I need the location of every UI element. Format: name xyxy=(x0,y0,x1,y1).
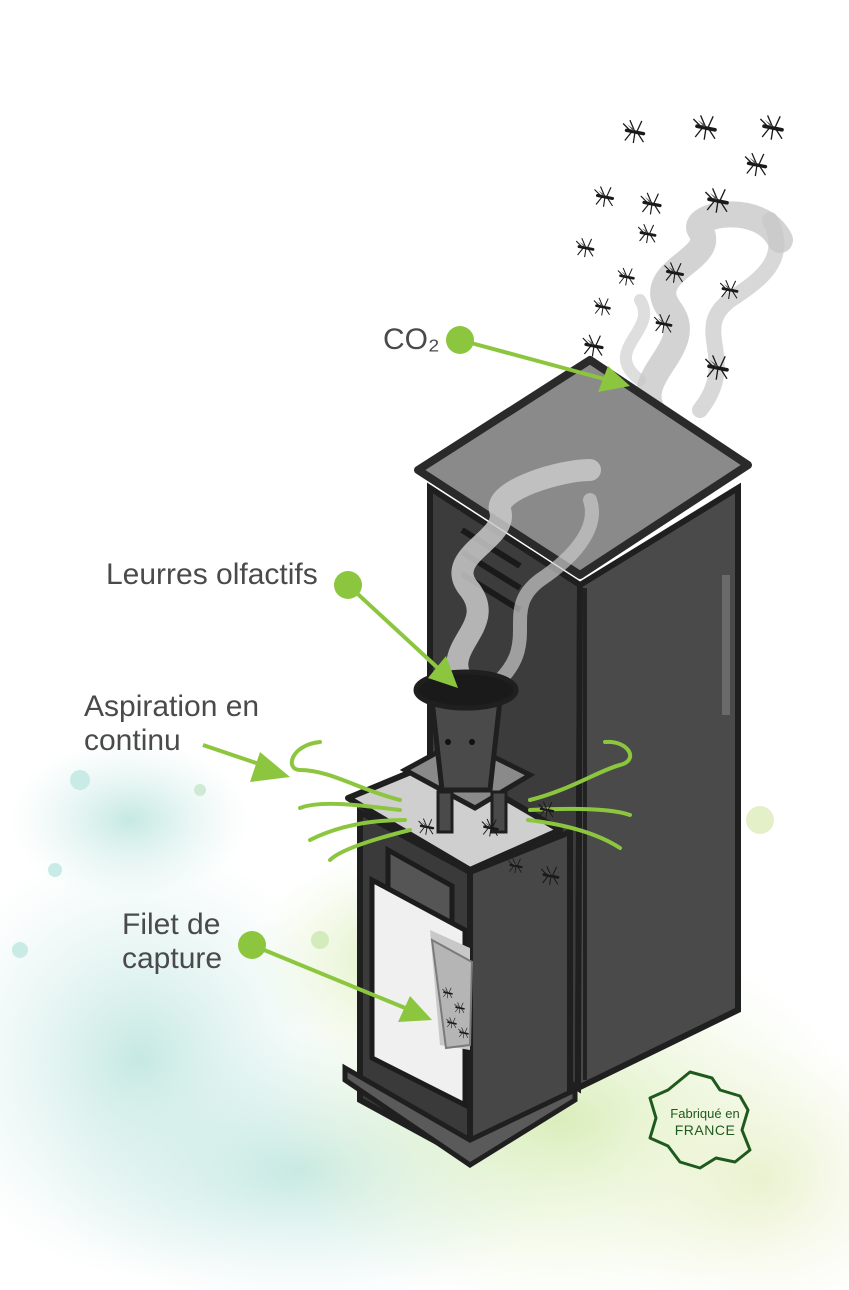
callout-co2 xyxy=(446,326,630,392)
france-map-icon xyxy=(648,1070,752,1170)
co2-smoke xyxy=(620,201,793,433)
capture-net xyxy=(430,938,474,1050)
badge-line-1: Fabriqué en xyxy=(670,1106,740,1121)
front-box xyxy=(342,757,578,1168)
aspiration-label-line-2: continu xyxy=(84,724,181,757)
badge-line-2: FRANCE xyxy=(674,1122,736,1138)
co2-label: CO₂ xyxy=(383,323,440,356)
aspiration-label: Aspiration en continu xyxy=(84,690,259,758)
suction-swirl-left xyxy=(289,740,412,862)
lure-cup xyxy=(399,669,536,834)
callout-aspiration xyxy=(202,743,290,782)
leurres-olfactifs-label: Leurres olfactifs xyxy=(106,558,318,591)
filet-label: Filet de capture xyxy=(122,908,222,976)
filet-label-line-1: Filet de xyxy=(122,908,221,941)
callout-leurres xyxy=(334,571,458,688)
lure-smoke xyxy=(446,459,601,701)
callout-filet xyxy=(238,931,432,1022)
made-in-france-badge: Fabriqué en FRANCE xyxy=(660,1105,750,1139)
aspiration-label-line-1: Aspiration en xyxy=(84,690,260,723)
filet-label-line-2: capture xyxy=(122,942,223,975)
